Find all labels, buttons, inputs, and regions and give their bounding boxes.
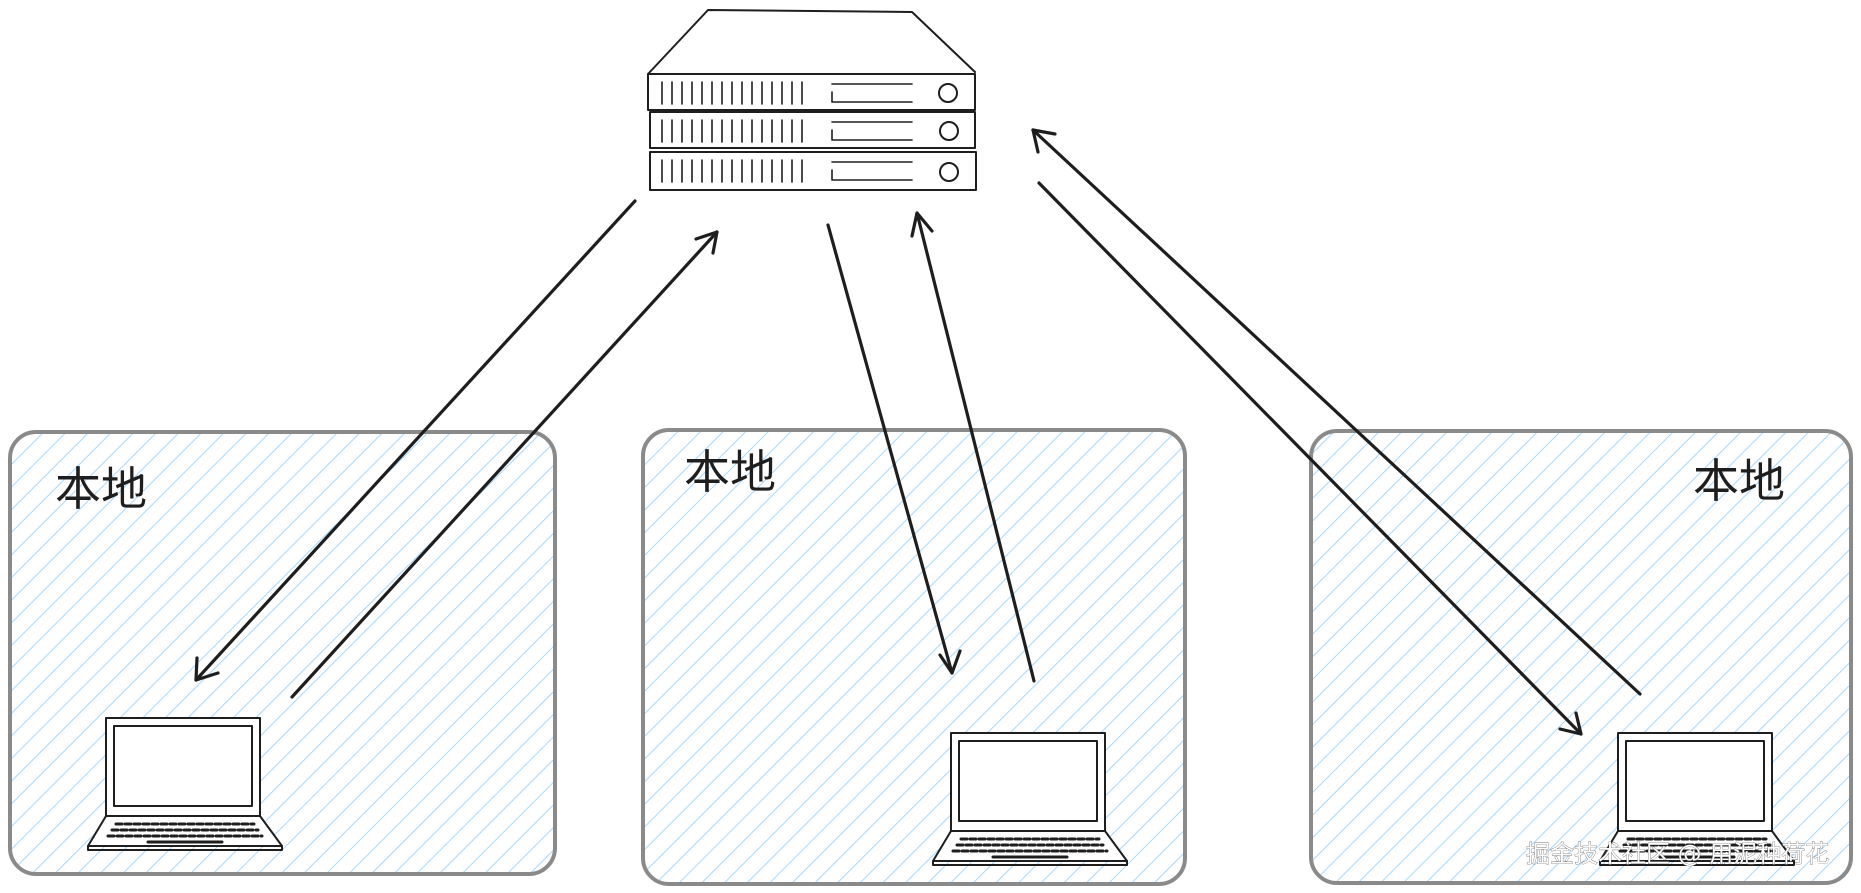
arrow-right-laptop-to-server (1031, 128, 1642, 696)
laptop-icon (932, 732, 1128, 866)
zone-label: 本地 (1693, 454, 1785, 508)
laptop-icon (1599, 732, 1795, 866)
zone-label: 本地 (55, 462, 147, 516)
arrow-left-laptop-to-server (290, 230, 719, 699)
arrow-server-to-right-laptop (1037, 181, 1583, 736)
arrow-server-to-middle-laptop (826, 223, 962, 675)
zone-label: 本地 (684, 445, 776, 499)
watermark-text: 掘金技术社区 @ 用泥种荷花 (1526, 840, 1829, 868)
arrow-middle-laptop-to-server (910, 211, 1036, 683)
arrow-server-to-left-laptop (194, 199, 637, 682)
laptop-icon (87, 717, 283, 851)
server-rack-icon (647, 9, 977, 191)
